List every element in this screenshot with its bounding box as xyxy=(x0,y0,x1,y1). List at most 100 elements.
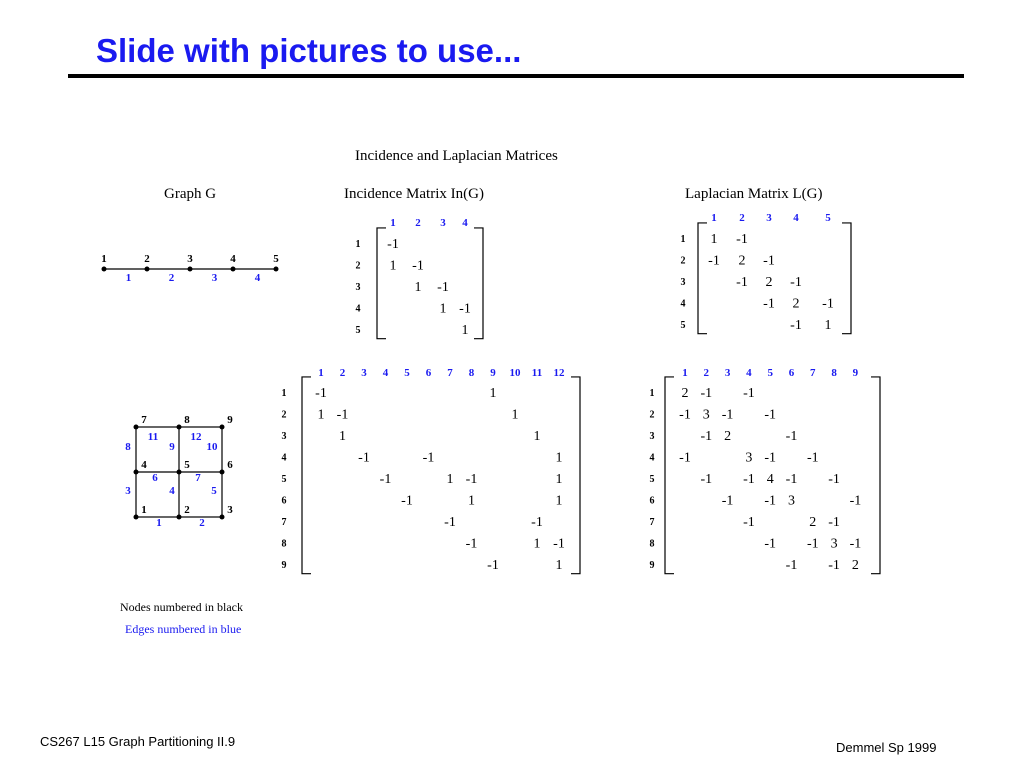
laplacian-big-col-5: 5 xyxy=(767,367,773,379)
grid-node-7 xyxy=(133,424,139,430)
incidence-big-cell: 1 xyxy=(556,558,563,573)
incidence-small-cell: -1 xyxy=(387,237,399,252)
incidence-small-row-2: 2 xyxy=(356,261,361,272)
incidence-big-col-7: 7 xyxy=(447,367,453,379)
laplacian-big-cell: -1 xyxy=(764,451,776,466)
laplacian-small-col-1: 1 xyxy=(711,212,717,224)
grid-edge-label-6: 6 xyxy=(152,472,158,484)
grid-node-9 xyxy=(219,424,225,430)
grid-edge-label-4: 4 xyxy=(169,485,175,497)
grid-edge-label-11: 11 xyxy=(148,431,158,443)
path-edge-label-3: 3 xyxy=(212,272,218,284)
laplacian-small-col-5: 5 xyxy=(825,212,831,224)
laplacian-big-cell: 3 xyxy=(788,494,795,509)
incidence-big-cell: -1 xyxy=(553,537,565,552)
laplacian-small-cell: 2 xyxy=(766,275,773,290)
grid-node-label-4: 4 xyxy=(141,459,147,471)
laplacian-big-cell: -1 xyxy=(743,386,755,401)
incidence-big-cell: 1 xyxy=(490,386,497,401)
incidence-big-cell: -1 xyxy=(401,494,413,509)
footer-right: Demmel Sp 1999 xyxy=(836,740,937,755)
laplacian-big-row-7: 7 xyxy=(650,517,655,528)
path-edge-label-2: 2 xyxy=(169,272,175,284)
incidence-big-cell: -1 xyxy=(380,472,392,487)
incidence-big-col-6: 6 xyxy=(426,367,432,379)
incidence-small-bracket-left xyxy=(376,227,386,340)
laplacian-big-cell: 3 xyxy=(831,537,838,552)
laplacian-big-cell: -1 xyxy=(764,537,776,552)
incidence-big-col-9: 9 xyxy=(490,367,496,379)
grid-edge-label-1: 1 xyxy=(156,517,162,529)
incidence-big-cell: 1 xyxy=(556,451,563,466)
laplacian-small-col-4: 4 xyxy=(793,212,799,224)
path-node-label-2: 2 xyxy=(144,253,150,265)
laplacian-small-row-5: 5 xyxy=(681,320,686,331)
incidence-big-cell: -1 xyxy=(358,451,370,466)
incidence-big-row-1: 1 xyxy=(282,388,287,399)
laplacian-big-col-7: 7 xyxy=(810,367,816,379)
laplacian-small-cell: -1 xyxy=(708,254,720,269)
laplacian-small-row-1: 1 xyxy=(681,234,686,245)
incidence-small-cell: 1 xyxy=(440,302,447,317)
laplacian-big-row-5: 5 xyxy=(650,474,655,485)
laplacian-small-cell: -1 xyxy=(763,254,775,269)
laplacian-small-cell: -1 xyxy=(763,297,775,312)
laplacian-big-col-9: 9 xyxy=(853,367,859,379)
incidence-big-cell: 1 xyxy=(512,408,519,423)
incidence-big-cell: -1 xyxy=(315,386,327,401)
grid-edge-label-12: 12 xyxy=(191,431,203,443)
incidence-small-col-3: 3 xyxy=(440,217,446,229)
incidence-small-row-5: 5 xyxy=(356,325,361,336)
incidence-big-row-5: 5 xyxy=(282,474,287,485)
grid-node-label-2: 2 xyxy=(184,504,190,516)
laplacian-big-cell: 3 xyxy=(745,451,752,466)
incidence-big-cell: 1 xyxy=(556,472,563,487)
incidence-big-col-11: 11 xyxy=(532,367,542,379)
laplacian-big-cell: 2 xyxy=(852,558,859,573)
laplacian-big-col-8: 8 xyxy=(831,367,837,379)
incidence-big-col-8: 8 xyxy=(469,367,475,379)
grid-node-label-1: 1 xyxy=(141,504,147,516)
incidence-small-cell: -1 xyxy=(412,259,424,274)
incidence-big-cell: 1 xyxy=(534,537,541,552)
laplacian-big-cell: 3 xyxy=(703,408,710,423)
incidence-small-cell: -1 xyxy=(437,280,449,295)
incidence-big-cell: 1 xyxy=(468,494,475,509)
laplacian-big-row-2: 2 xyxy=(650,410,655,421)
laplacian-big-row-8: 8 xyxy=(650,539,655,550)
incidence-big-col-12: 12 xyxy=(554,367,566,379)
incidence-big-bracket-left xyxy=(301,376,311,575)
grid-node-label-7: 7 xyxy=(141,414,147,426)
incidence-small-cell: 1 xyxy=(462,323,469,338)
grid-edge-label-10: 10 xyxy=(207,441,219,453)
laplacian-small-row-3: 3 xyxy=(681,277,686,288)
incidence-small-cell: -1 xyxy=(459,302,471,317)
path-node-1 xyxy=(101,266,107,272)
laplacian-big-cell: -1 xyxy=(722,494,734,509)
grid-node-label-5: 5 xyxy=(184,459,190,471)
laplacian-big-cell: 4 xyxy=(767,472,774,487)
path-node-2 xyxy=(144,266,150,272)
incidence-big-cell: -1 xyxy=(337,408,349,423)
laplacian-big-col-1: 1 xyxy=(682,367,688,379)
legend-nodes: Nodes numbered in black xyxy=(120,600,243,614)
incidence-big-col-1: 1 xyxy=(318,367,324,379)
title-rule xyxy=(68,74,964,78)
incidence-small-col-4: 4 xyxy=(462,217,468,229)
grid-edge-label-5: 5 xyxy=(211,485,217,497)
incidence-big-cell: -1 xyxy=(444,515,456,530)
path-node-label-3: 3 xyxy=(187,253,193,265)
grid-node-8 xyxy=(176,424,182,430)
path-node-label-4: 4 xyxy=(230,253,236,265)
laplacian-big-bracket-right xyxy=(871,376,881,575)
laplacian-small-cell: -1 xyxy=(790,275,802,290)
grid-node-label-6: 6 xyxy=(227,459,233,471)
incidence-small-bracket-right xyxy=(474,227,484,340)
laplacian-big-cell: -1 xyxy=(700,429,712,444)
incidence-big-cell: -1 xyxy=(487,558,499,573)
